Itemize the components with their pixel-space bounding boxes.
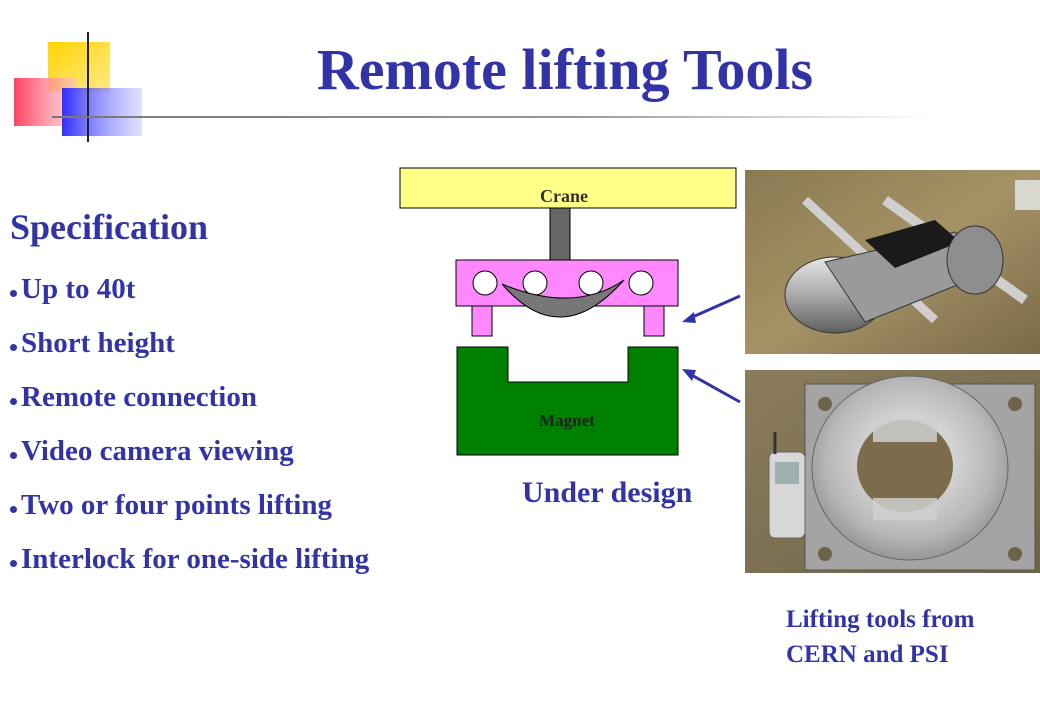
- corner-squares-logo: [14, 32, 142, 142]
- spec-heading: Specification: [10, 207, 208, 247]
- tool-hole: [522, 270, 548, 296]
- tool-hole: [628, 270, 654, 296]
- magnet-body: [456, 346, 679, 456]
- list-item-text: Two or four points lifting: [21, 488, 332, 521]
- list-item: Up to 40t: [10, 262, 369, 316]
- page-title: Remote lifting Tools: [316, 37, 814, 102]
- bullet-icon: [10, 559, 17, 567]
- list-item-text: Video camera viewing: [21, 434, 294, 467]
- list-item-text: Interlock for one-side lifting: [21, 542, 370, 575]
- arrow-upper: [687, 294, 741, 321]
- tool-leg-right: [643, 305, 665, 337]
- bullet-icon: [10, 343, 17, 351]
- tool-leg-left: [471, 305, 493, 337]
- list-item-text: Remote connection: [21, 380, 257, 413]
- bullet-icon: [10, 397, 17, 405]
- photo-caption-line: Lifting tools from: [786, 606, 975, 633]
- bullet-icon: [10, 289, 17, 297]
- under-design-label: Under design: [522, 476, 693, 509]
- lifting-tool-photo-cern: [745, 170, 1040, 354]
- bullet-icon: [10, 451, 17, 459]
- list-item: Interlock for one-side lifting: [10, 532, 369, 586]
- list-item-text: Short height: [21, 326, 175, 359]
- bullet-icon: [10, 505, 17, 513]
- title-rule: [52, 116, 932, 118]
- list-item: Short height: [10, 316, 369, 370]
- spec-list: Up to 40t Short height Remote connection…: [10, 262, 369, 586]
- arrow-lower-head: [682, 369, 696, 381]
- list-item: Remote connection: [10, 370, 369, 424]
- photo-caption-line: CERN and PSI: [786, 641, 949, 668]
- crane-label: Crane: [540, 186, 588, 206]
- lifting-diagram: Crane Magnet: [399, 167, 737, 456]
- photo-caption: Lifting tools from CERN and PSI: [786, 602, 974, 672]
- list-item: Video camera viewing: [10, 424, 369, 478]
- tool-hole: [578, 270, 604, 296]
- list-item-text: Up to 40t: [21, 272, 136, 305]
- magnet-label: Magnet: [539, 411, 595, 430]
- arrow-upper-head: [682, 312, 696, 323]
- arrow-lower: [687, 371, 741, 404]
- tool-hole: [472, 270, 498, 296]
- list-item: Two or four points lifting: [10, 478, 369, 532]
- pointer-arrows: [682, 294, 741, 404]
- crane-beam: [399, 167, 737, 209]
- hook-crescent: [501, 279, 625, 318]
- lifting-tool-photo-psi: [745, 370, 1040, 573]
